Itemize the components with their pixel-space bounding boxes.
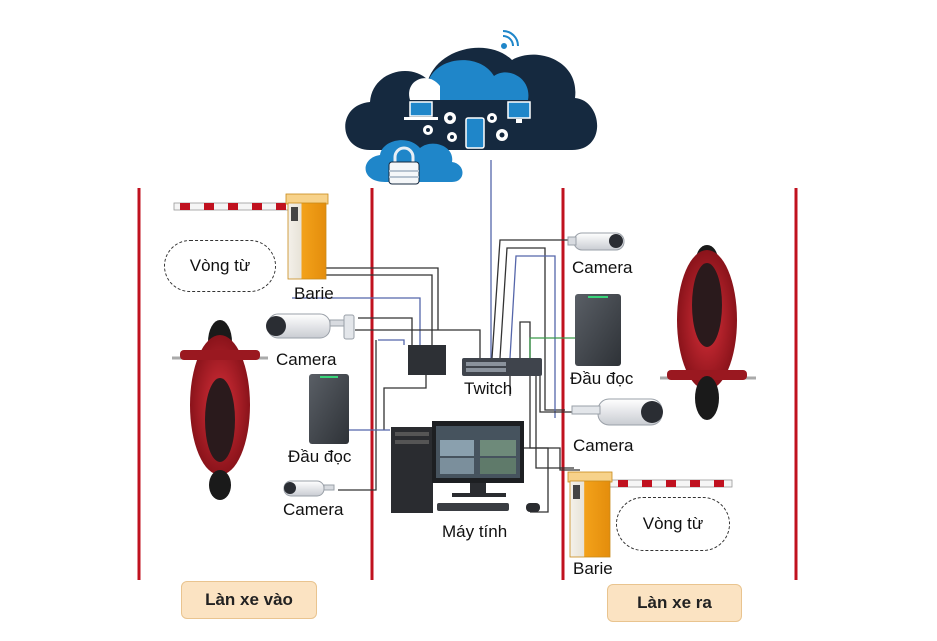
barrier-left-label: Barie xyxy=(294,284,334,303)
reader-left-label: Đầu đọc xyxy=(288,447,352,466)
switch-label: Twitch xyxy=(464,379,513,398)
loop-detector-right-label: Vòng từ xyxy=(642,514,704,533)
lane-lines xyxy=(137,188,798,580)
camera-icon xyxy=(567,232,625,251)
cloud-icon xyxy=(345,30,598,185)
camera-left-bottom-label: Camera xyxy=(283,500,344,519)
reader-right-label: Đầu đọc xyxy=(570,369,634,388)
wifi-icon xyxy=(501,30,519,49)
camera-icon xyxy=(266,313,355,340)
camera-right-mid-label: Camera xyxy=(573,436,634,455)
motorbike-icon xyxy=(172,320,268,500)
computer-label: Máy tính xyxy=(442,522,508,541)
loop-detector-left: Vòng từ xyxy=(164,240,276,292)
laptop-icon xyxy=(404,101,438,120)
card-reader-icon xyxy=(575,294,621,366)
exit-lane-label: Làn xe ra xyxy=(607,584,742,622)
gear-icon xyxy=(423,112,508,142)
barrier-right-label: Barie xyxy=(573,559,613,578)
controller-box-icon xyxy=(408,345,446,375)
wiring xyxy=(292,160,580,513)
camera-right-top-label: Camera xyxy=(572,258,633,277)
network-switch-icon xyxy=(462,358,542,376)
card-reader-icon xyxy=(309,374,349,444)
monitor-icon xyxy=(507,101,531,123)
barrier-gate-icon xyxy=(173,193,329,280)
barrier-gate-icon xyxy=(567,471,733,558)
loop-detector-right: Vòng từ xyxy=(616,497,730,551)
lock-icon xyxy=(388,146,420,185)
loop-detector-left-label: Vòng từ xyxy=(189,256,251,275)
entry-lane-label: Làn xe vào xyxy=(181,581,317,619)
motorbike-icon xyxy=(660,245,756,420)
tablet-icon xyxy=(465,117,485,149)
computer-icon xyxy=(391,421,540,513)
camera-left-top-label: Camera xyxy=(276,350,337,369)
camera-icon xyxy=(571,398,663,426)
camera-icon xyxy=(283,480,335,497)
